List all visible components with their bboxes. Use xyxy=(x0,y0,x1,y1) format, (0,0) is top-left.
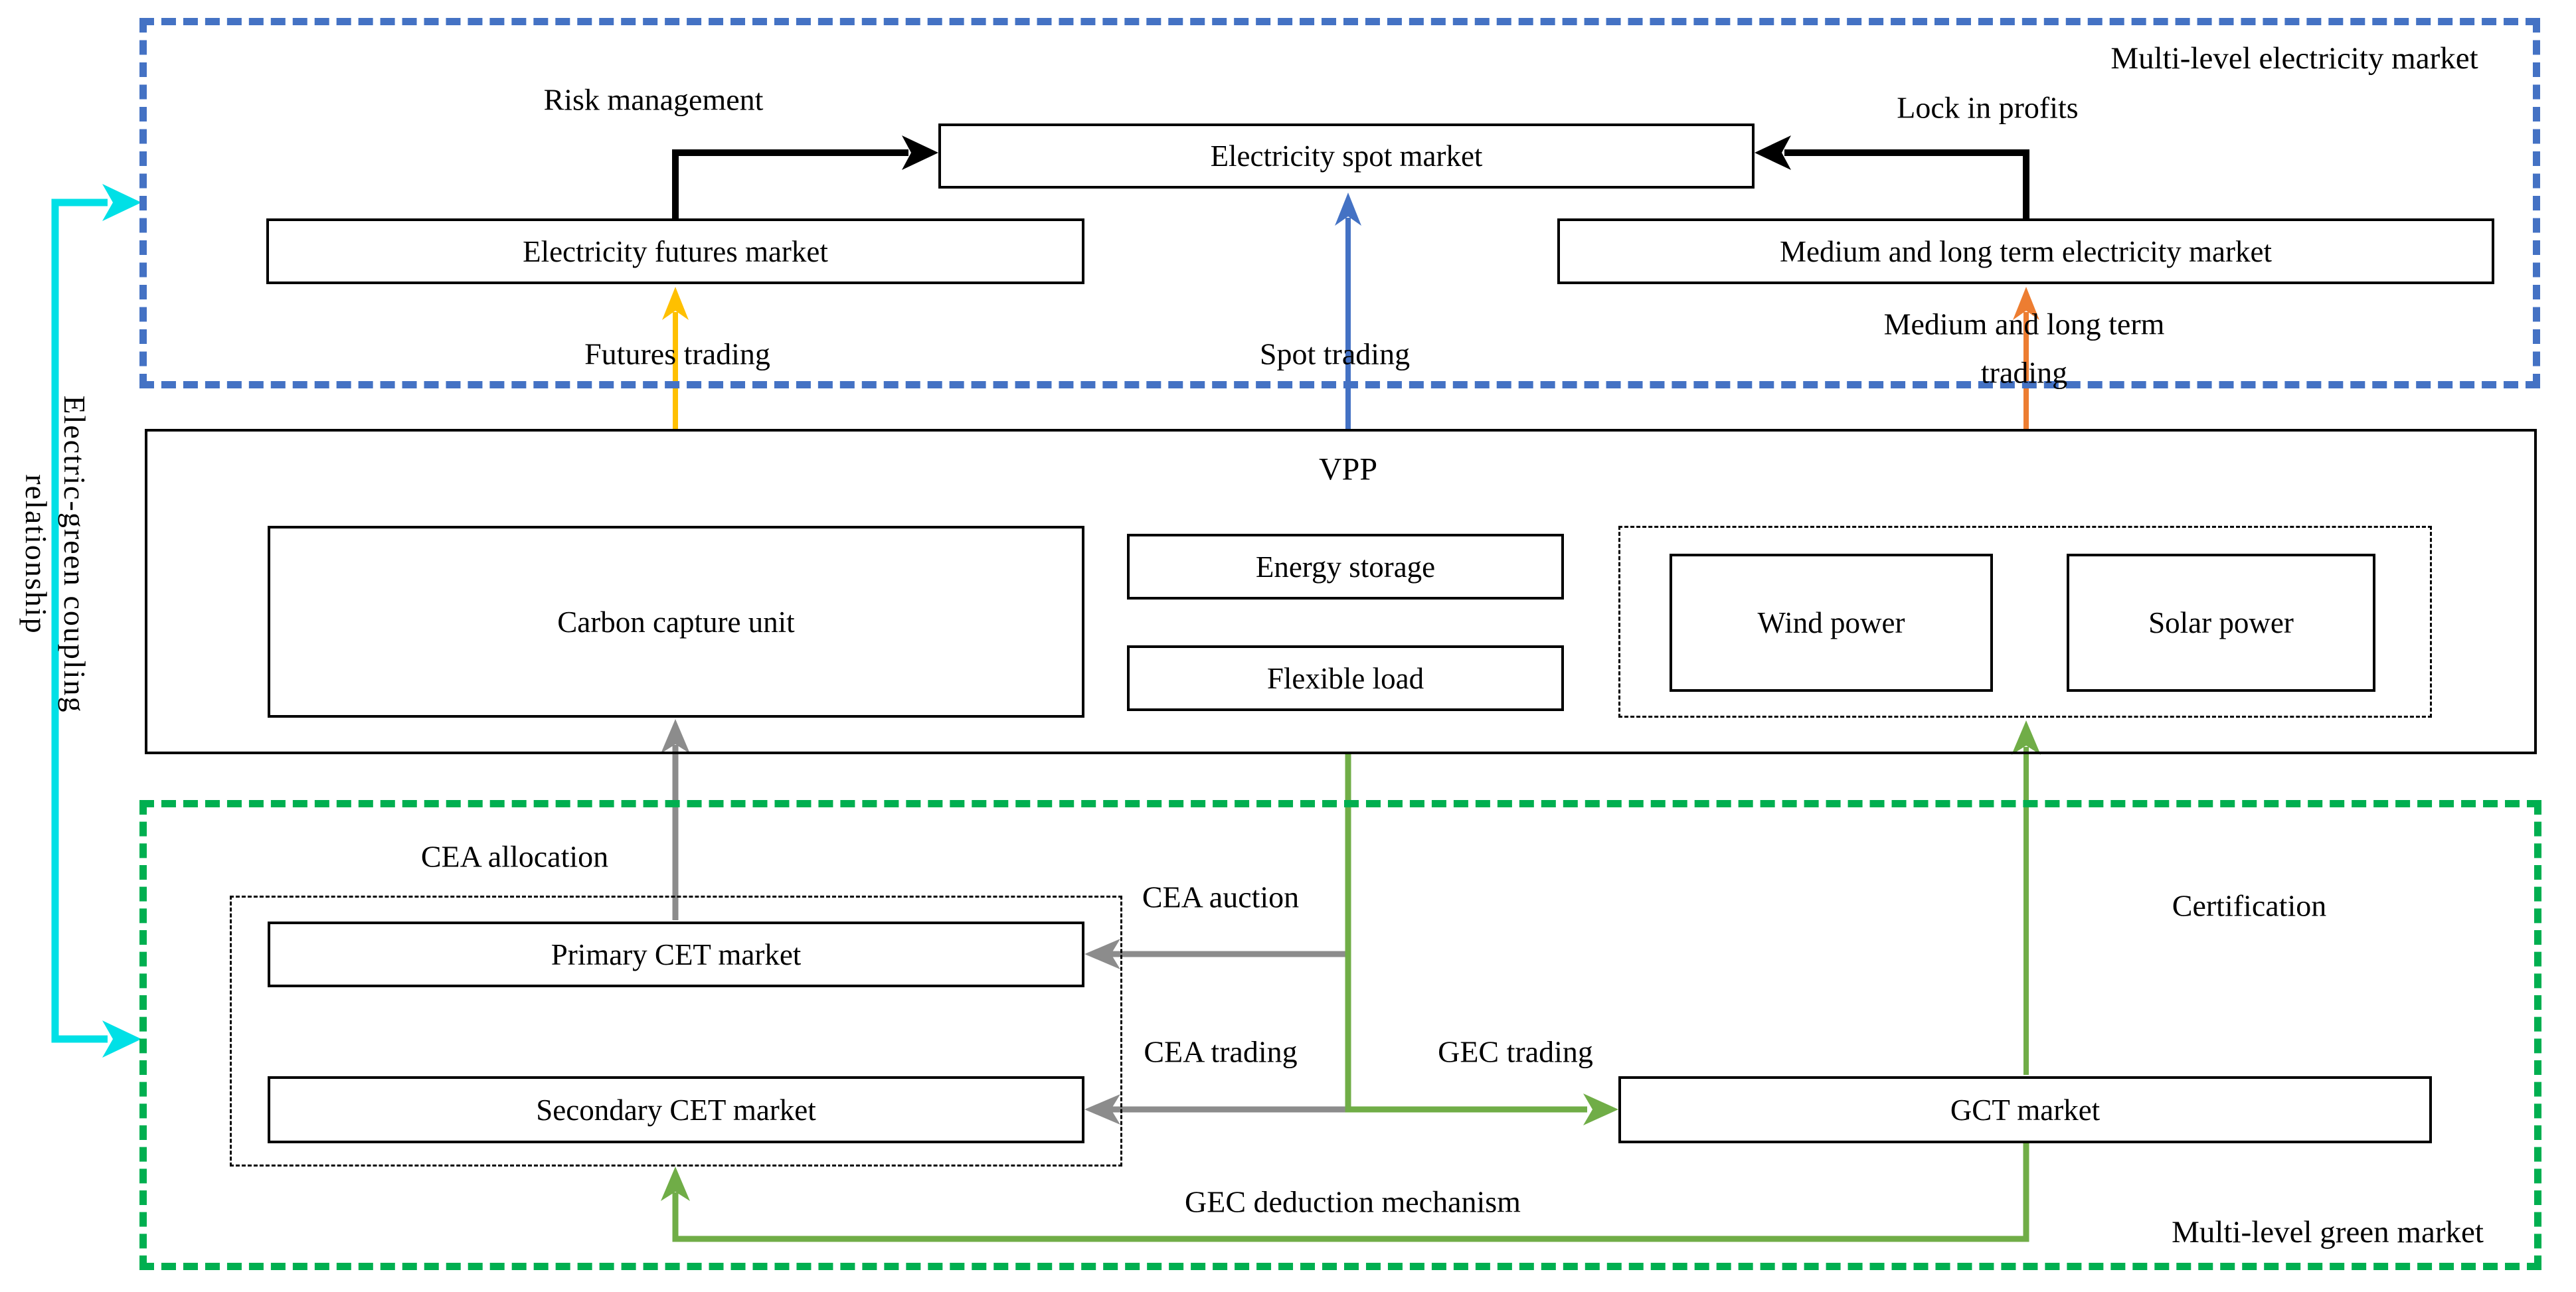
certification-arrowhead-icon xyxy=(2012,720,2041,755)
carbon-capture-label: Carbon capture unit xyxy=(557,605,795,639)
coupling-relationship-line1: Electric-green coupling xyxy=(58,395,92,714)
wind-power-box: Wind power xyxy=(1670,554,1993,692)
vpp-title: VPP xyxy=(1318,451,1378,487)
cea-allocation-arrowhead-icon xyxy=(661,719,690,754)
risk-management-label: Risk management xyxy=(543,82,764,117)
mlt-trading-arrowhead-icon xyxy=(2013,287,2039,320)
medium-long-market-box: Medium and long term electricity market xyxy=(1557,218,2494,284)
cet-markets-frame xyxy=(230,896,1122,1167)
green-market-frame xyxy=(139,800,2541,1270)
electricity-market-title: Multi-level electricity market xyxy=(2110,40,2478,76)
mlt-trading-label-line2: trading xyxy=(1980,355,2068,390)
spot-trading-arrowhead-icon xyxy=(1335,193,1361,226)
solar-power-box: Solar power xyxy=(2067,554,2375,692)
primary-cet-market-box: Primary CET market xyxy=(268,922,1084,987)
green-market-title: Multi-level green market xyxy=(2172,1214,2484,1250)
gec-trading-label: GEC trading xyxy=(1438,1034,1593,1069)
renewables-frame xyxy=(1618,526,2432,718)
gct-market-box: GCT market xyxy=(1618,1076,2432,1143)
primary-cet-market-label: Primary CET market xyxy=(551,937,802,971)
futures-trading-label: Futures trading xyxy=(584,337,770,371)
cea-auction-arrowhead-icon xyxy=(1084,939,1120,969)
gec-trading-connector xyxy=(1345,753,1587,1113)
flexible-load-label: Flexible load xyxy=(1266,661,1424,695)
coupling-arrowhead-bottom-icon xyxy=(102,1020,141,1058)
cea-trading-label: CEA trading xyxy=(1144,1034,1298,1069)
electricity-market-frame xyxy=(139,18,2540,388)
coupling-connector xyxy=(51,199,108,1043)
cea-trading-arrowhead-icon xyxy=(1084,1094,1120,1125)
spot-market-label: Electricity spot market xyxy=(1210,139,1483,173)
risk-management-connector xyxy=(672,149,908,218)
certification-label: Certification xyxy=(2172,888,2327,923)
gct-market-label: GCT market xyxy=(1950,1093,2101,1127)
spot-market-box: Electricity spot market xyxy=(938,123,1755,189)
gec-deduction-label: GEC deduction mechanism xyxy=(1185,1184,1521,1219)
coupling-relationship-line2: relationship xyxy=(19,474,53,635)
energy-storage-label: Energy storage xyxy=(1255,550,1436,584)
cea-auction-label: CEA auction xyxy=(1142,880,1300,914)
coupling-arrowhead-top-icon xyxy=(102,184,141,221)
energy-storage-box: Energy storage xyxy=(1127,534,1564,600)
secondary-cet-market-label: Secondary CET market xyxy=(536,1093,816,1127)
vpp-frame xyxy=(145,429,2537,754)
wind-power-label: Wind power xyxy=(1757,606,1905,639)
solar-power-label: Solar power xyxy=(2148,606,2294,639)
coupling-relationship-label: Electric-green coupling relationship xyxy=(17,315,94,793)
futures-trading-arrowhead-icon xyxy=(662,287,689,320)
secondary-cet-market-box: Secondary CET market xyxy=(268,1076,1084,1143)
futures-market-label: Electricity futures market xyxy=(523,234,828,268)
flexible-load-box: Flexible load xyxy=(1127,645,1564,711)
lock-in-profits-connector xyxy=(1784,149,2029,218)
risk-management-arrowhead-icon xyxy=(902,135,938,170)
lock-in-profits-label: Lock in profits xyxy=(1897,90,2079,125)
spot-trading-label: Spot trading xyxy=(1259,337,1411,371)
futures-market-box: Electricity futures market xyxy=(266,218,1084,284)
cea-allocation-label: CEA allocation xyxy=(420,839,609,874)
gec-trading-arrowhead-icon xyxy=(1583,1093,1618,1125)
gec-deduction-arrowhead-icon xyxy=(661,1167,690,1201)
lock-in-profits-arrowhead-icon xyxy=(1755,135,1791,170)
mlt-trading-label-line1: Medium and long term xyxy=(1883,307,2165,341)
gec-deduction-connector xyxy=(672,1142,2029,1242)
carbon-capture-box: Carbon capture unit xyxy=(268,526,1084,718)
medium-long-market-label: Medium and long term electricity market xyxy=(1779,234,2272,268)
